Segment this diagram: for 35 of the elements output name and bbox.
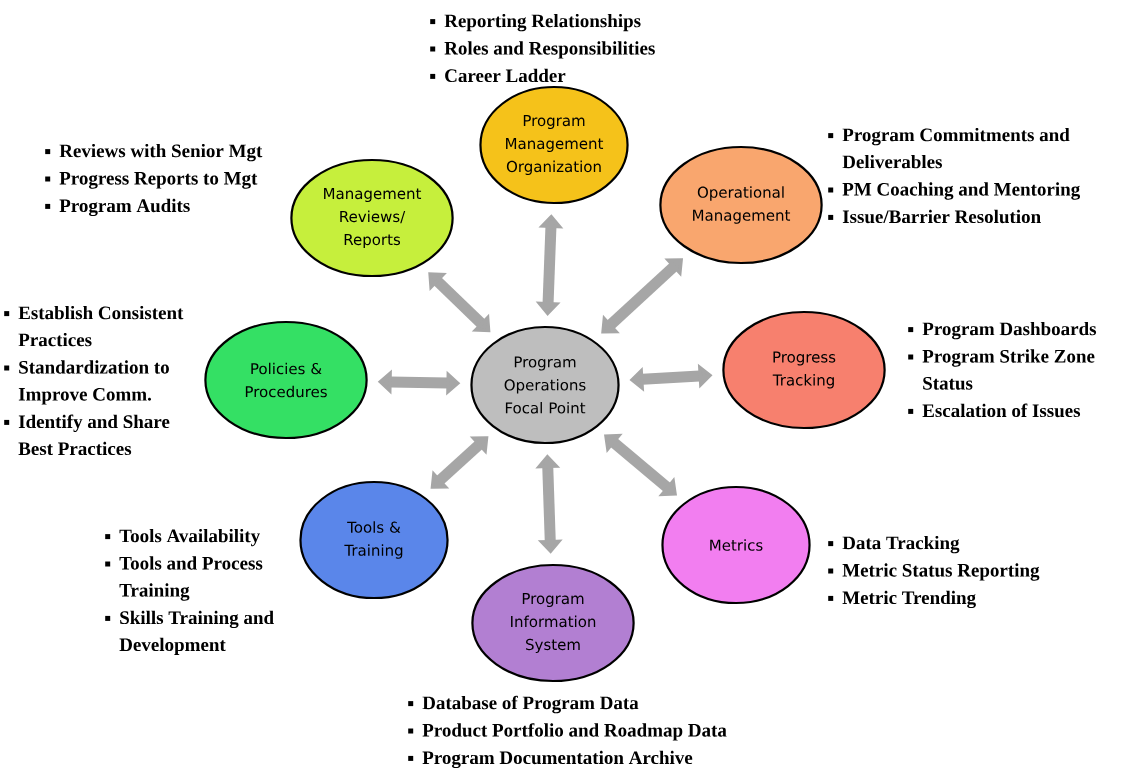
bullet-item: Program Commitments and Deliverables — [828, 127, 1070, 169]
circle-node: Progress Tracking — [722, 310, 886, 430]
bullet-item: Tools and Process Training — [105, 556, 263, 601]
circle-node: Tools & Training — [299, 480, 449, 600]
double-arrow — [430, 436, 489, 489]
bullet-item: Skills Training and Development — [105, 610, 274, 655]
bullet-item: PM Coaching and Mentoring — [828, 182, 1081, 200]
bullet-item: Tools Availability — [105, 528, 260, 547]
bullet-item: Data Tracking — [828, 535, 960, 554]
bullet-item: Metric Status Reporting — [828, 563, 1040, 581]
bullet-item: Progress Reports to Mgt — [45, 172, 258, 189]
bullet-item: Establish Consistent Practices — [4, 305, 184, 347]
bullet-item: Program Dashboards — [908, 321, 1097, 340]
bullet-item: Standardization to Improve Comm. — [4, 360, 169, 405]
circle-node: Program Management Organization — [479, 85, 629, 205]
circle-node: Program Operations Focal Point — [470, 325, 620, 445]
bullet-item: Career Ladder — [430, 68, 566, 83]
circle-node: Metrics — [661, 485, 811, 605]
circle-node: Policies & Procedures — [204, 320, 368, 440]
bullet-item: Escalation of Issues — [908, 403, 1081, 418]
bullet-item: Reviews with Senior Mgt — [45, 143, 263, 162]
circle-node: Program Information System — [471, 563, 635, 683]
bullet-item: Program Audits — [45, 198, 190, 217]
bullet-item: Program Documentation Archive — [408, 750, 693, 769]
bullet-item: Program Strike Zone Status — [908, 349, 1095, 390]
bullet-item: Roles and Responsibilities — [430, 41, 655, 59]
double-arrow — [428, 272, 491, 333]
circle-node: Management Reviews/ Reports — [290, 158, 454, 278]
bullet-item: Reporting Relationships — [430, 13, 641, 32]
circle-node: Operational Management — [659, 145, 823, 265]
bullet-item: Issue/Barrier Resolution — [828, 209, 1041, 224]
bullet-item: Product Portfolio and Roadmap Data — [408, 723, 727, 741]
bullet-item: Database of Program Data — [408, 695, 639, 714]
bullet-item: Identify and Share Best Practices — [4, 414, 170, 456]
bullet-item: Metric Trending — [828, 590, 976, 609]
